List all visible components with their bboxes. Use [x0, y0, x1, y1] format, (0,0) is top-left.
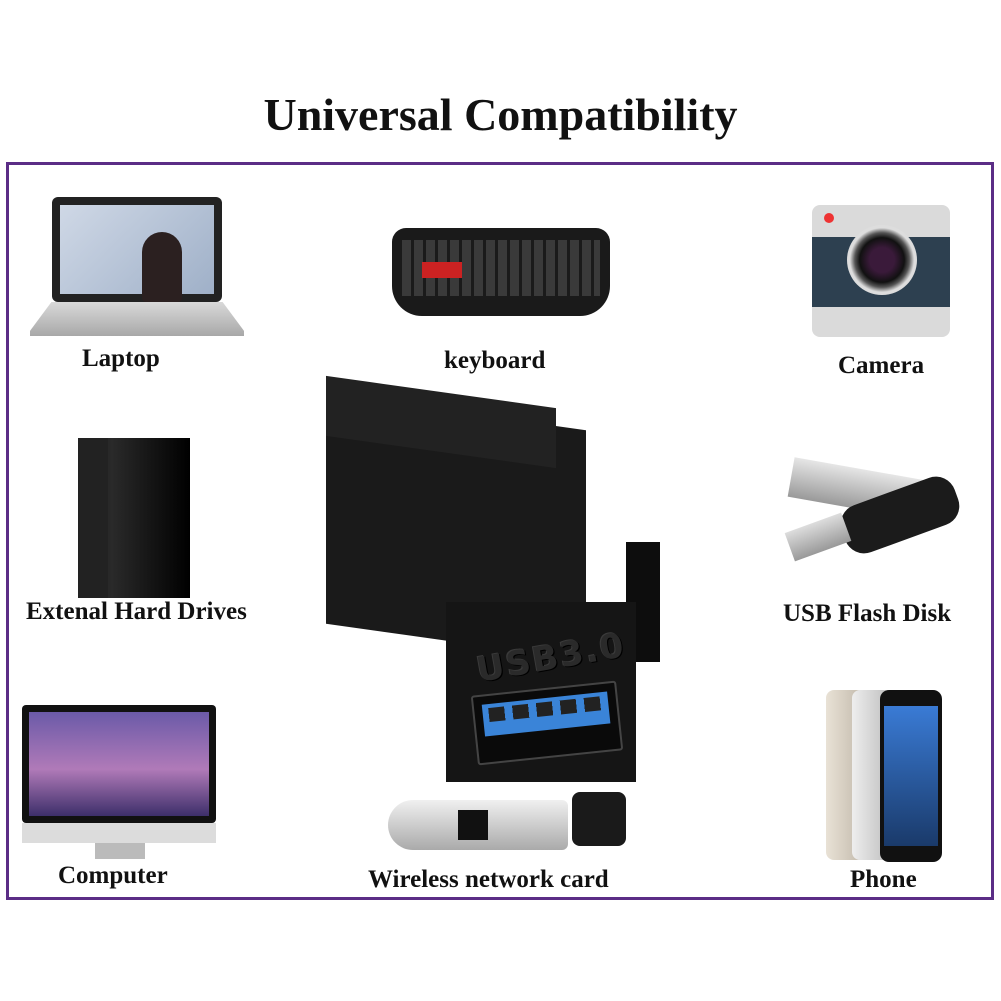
usb-flash-label: USB Flash Disk — [783, 600, 952, 627]
hard-drive-image — [78, 438, 190, 598]
hard-drive-label: Extenal Hard Drives — [26, 598, 247, 625]
phone-black-image — [880, 690, 942, 862]
usb-port-icon — [470, 680, 624, 766]
phone-label: Phone — [850, 866, 917, 893]
wireless-card-image — [388, 800, 568, 850]
compatibility-frame — [6, 162, 994, 900]
laptop-keyboard-base — [30, 302, 244, 336]
computer-stand — [95, 843, 145, 859]
usb-flash-image — [780, 457, 970, 580]
camera-label: Camera — [838, 352, 925, 379]
wireless-card-label: Wireless network card — [368, 866, 609, 893]
laptop-image — [52, 197, 222, 302]
computer-label: Computer — [58, 862, 168, 889]
camera-icon — [812, 205, 950, 337]
keyboard-label: keyboard — [444, 347, 546, 374]
wireless-card-cap — [572, 792, 626, 846]
computer-image — [22, 705, 216, 823]
computer-chin — [22, 823, 216, 843]
usb-keystone-product: USB3.0 — [326, 375, 660, 782]
page-title: Universal Compatibility — [263, 89, 738, 140]
laptop-label: Laptop — [82, 345, 160, 372]
keyboard-image — [392, 228, 610, 316]
